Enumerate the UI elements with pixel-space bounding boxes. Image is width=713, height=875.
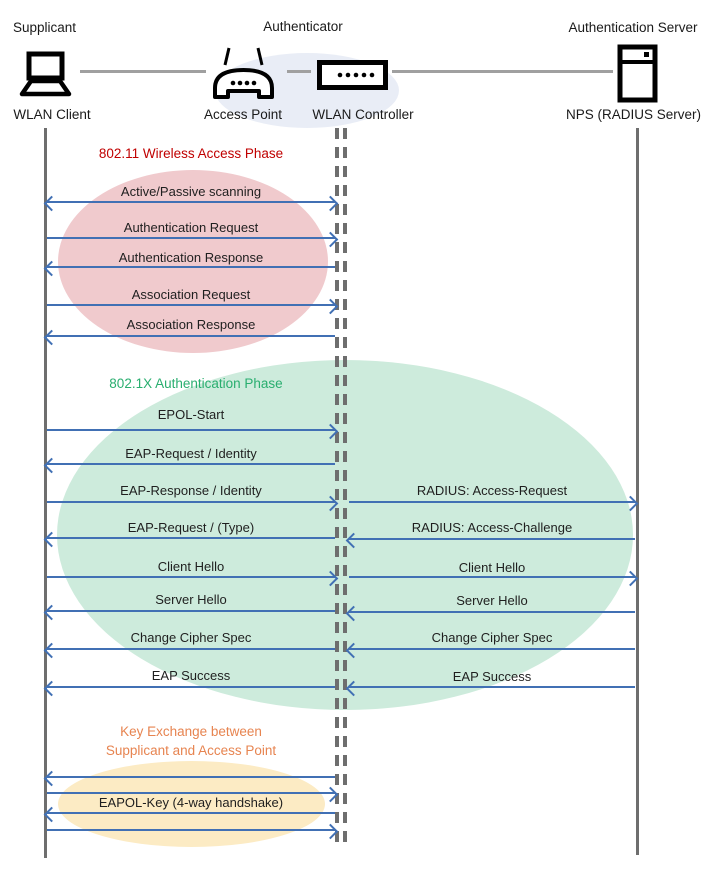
role-label-authenticator: Authenticator — [263, 19, 343, 34]
message-label-association-response: Association Response — [126, 317, 256, 332]
eapol-key-arrow-2 — [47, 792, 335, 794]
access-point-icon — [209, 46, 278, 101]
connector-line-controller-server — [392, 70, 613, 73]
message-label-eap-request-type: EAP-Request / (Type) — [127, 520, 255, 535]
lifeline-wlan-controller-right — [343, 128, 347, 850]
message-arrow-change-cipher-spec-right — [349, 648, 635, 650]
message-arrow-eap-request-identity — [47, 463, 335, 465]
message-label-change-cipher-spec-left: Change Cipher Spec — [130, 630, 252, 645]
message-label-eapol-key: EAPOL-Key (4-way handshake) — [98, 795, 284, 810]
laptop-icon — [12, 51, 79, 98]
message-label-authentication-request: Authentication Request — [123, 220, 259, 235]
message-label-epol-start: EPOL-Start — [157, 407, 225, 422]
message-arrow-client-hello-left — [47, 576, 335, 578]
role-label-supplicant: Supplicant — [13, 20, 77, 35]
lifeline-wlan-client — [44, 128, 47, 858]
connector-line-ap-controller — [287, 70, 311, 73]
lifeline-wlan-controller-left — [335, 128, 339, 850]
role-label-authentication-server: Authentication Server — [568, 20, 698, 35]
message-arrow-association-request — [47, 304, 335, 306]
phase3-title: Key Exchange between Supplicant and Acce… — [47, 722, 335, 760]
device-label-wlan-controller: WLAN Controller — [312, 107, 414, 122]
device-label-wlan-client: WLAN Client — [13, 107, 91, 122]
phase3-title-line2: Supplicant and Access Point — [105, 743, 277, 758]
message-label-server-hello-right: Server Hello — [456, 593, 528, 608]
phase2-title: 802.1X Authentication Phase — [109, 376, 283, 391]
message-label-eap-success-left: EAP Success — [151, 668, 231, 683]
message-label-server-hello-left: Server Hello — [155, 592, 227, 607]
message-arrow-change-cipher-spec-left — [47, 648, 335, 650]
message-arrow-client-hello-right — [349, 576, 635, 578]
message-label-change-cipher-spec-right: Change Cipher Spec — [431, 630, 553, 645]
message-arrow-eap-success-left — [47, 686, 335, 688]
message-label-radius-access-request: RADIUS: Access-Request — [416, 483, 568, 498]
message-arrow-authentication-response — [47, 266, 335, 268]
message-arrow-server-hello-left — [47, 610, 335, 612]
eapol-key-arrow-1 — [47, 776, 335, 778]
device-label-access-point: Access Point — [203, 107, 283, 122]
message-arrow-server-hello-right — [349, 611, 635, 613]
lifeline-nps-server — [636, 128, 639, 855]
message-arrow-radius-access-challenge — [349, 538, 635, 540]
message-label-eap-success-right: EAP Success — [452, 669, 532, 684]
message-label-client-hello-left: Client Hello — [157, 559, 225, 574]
message-arrow-eap-response-identity — [47, 501, 335, 503]
message-arrow-epol-start — [47, 429, 335, 431]
message-label-active-passive-scanning: Active/Passive scanning — [120, 184, 262, 199]
phase3-title-line1: Key Exchange between — [120, 724, 262, 739]
message-arrow-association-response — [47, 335, 335, 337]
message-arrow-eap-success-right — [349, 686, 635, 688]
eapol-key-arrow-3 — [47, 812, 335, 814]
message-label-authentication-response: Authentication Response — [118, 250, 264, 265]
message-label-eap-response-identity: EAP-Response / Identity — [120, 483, 262, 498]
message-label-eap-request-identity: EAP-Request / Identity — [125, 446, 257, 461]
message-arrow-radius-access-request — [349, 501, 635, 503]
device-label-nps-radius-server: NPS (RADIUS Server) — [565, 107, 702, 122]
connector-line-client-ap — [80, 70, 206, 73]
message-arrow-authentication-request — [47, 237, 335, 239]
phase1-title: 802.11 Wireless Access Phase — [98, 146, 284, 161]
wlan-controller-icon — [317, 60, 388, 90]
message-label-association-request: Association Request — [131, 287, 251, 302]
message-arrow-active-passive-scanning — [47, 201, 335, 203]
message-label-client-hello-right: Client Hello — [458, 560, 526, 575]
eapol-key-arrow-4 — [47, 829, 335, 831]
message-label-radius-access-challenge: RADIUS: Access-Challenge — [411, 520, 573, 535]
message-arrow-eap-request-type — [47, 537, 335, 539]
server-icon — [617, 44, 658, 103]
